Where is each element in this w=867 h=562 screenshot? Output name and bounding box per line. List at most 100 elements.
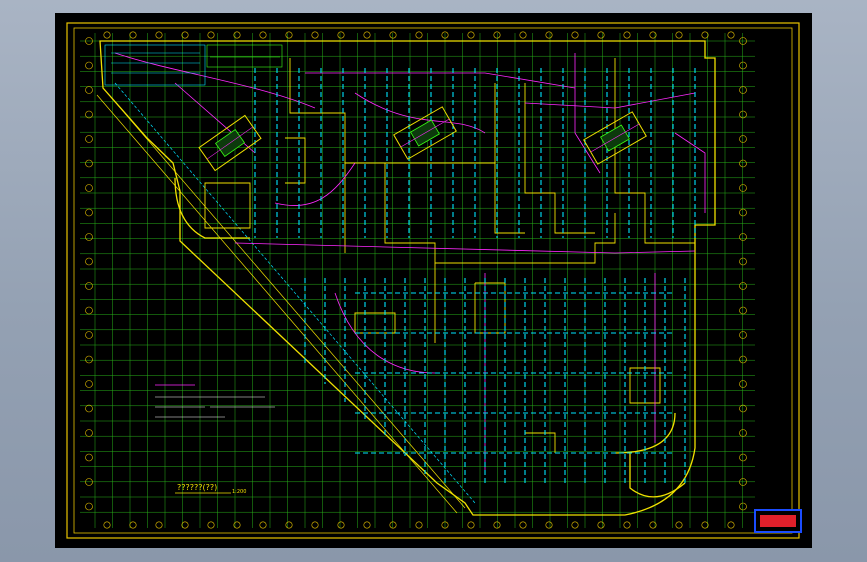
title-block (754, 509, 802, 533)
axis-bubble-right (739, 306, 747, 315)
axis-bubble-left (85, 380, 93, 388)
pipe-run-magenta (274, 162, 356, 206)
axis-bubble-right (739, 159, 747, 168)
axis-bubble-top (389, 31, 397, 39)
axis-bubble-right (739, 355, 747, 364)
pipe-run-magenta (234, 242, 696, 254)
axis-bubble-bottom (363, 521, 371, 529)
axis-bubble-right (739, 233, 747, 241)
legend (155, 384, 275, 418)
wall-segment (494, 163, 525, 234)
axis-bubble-right (739, 257, 747, 266)
axis-bubble-bottom (337, 521, 345, 529)
axis-bubble-top (285, 31, 293, 39)
core-tower (198, 114, 262, 172)
axis-bubble-bottom (519, 521, 527, 529)
axis-bubble-bottom (181, 521, 189, 529)
axis-bubble-top (649, 31, 657, 39)
axis-bubble-bottom (597, 521, 605, 529)
wall-segment (289, 58, 616, 264)
core-tower (393, 106, 457, 160)
axis-bubble-left (85, 110, 93, 119)
axis-bubble-left (85, 502, 93, 511)
floor-plan-drawing: ??????(??) 1:200 (66, 22, 800, 539)
axis-bubble-bottom (545, 521, 553, 529)
core-outline (583, 111, 647, 165)
axis-bubble-right (739, 478, 747, 486)
axis-bubble-top (675, 31, 683, 39)
axis-bubble-left (85, 331, 93, 339)
axis-bubble-left (85, 257, 93, 266)
axis-bubble-right (739, 502, 747, 511)
axis-bubble-left (85, 37, 93, 45)
axis-bubble-top (467, 31, 475, 39)
axis-bubble-bottom (259, 521, 267, 529)
axis-bubble-bottom (103, 521, 111, 529)
axis-bubble-right (739, 404, 747, 413)
axis-bubbles (85, 31, 747, 529)
axis-bubble-right (739, 208, 747, 217)
axis-bubble-top (493, 31, 501, 39)
title-block-logo-icon (760, 515, 796, 527)
axis-bubble-bottom (623, 521, 631, 529)
core-outline (393, 106, 457, 160)
axis-bubble-bottom (675, 521, 683, 529)
axis-bubble-bottom (649, 521, 657, 529)
core-pipe (400, 118, 450, 148)
axis-bubble-top (311, 31, 319, 39)
axis-bubble-bottom (467, 521, 475, 529)
pipe-run-magenta (305, 72, 576, 89)
pipe-run-magenta (334, 292, 436, 374)
axis-bubble-bottom (701, 521, 709, 529)
wall-segment (524, 83, 595, 234)
core-tower (583, 111, 647, 165)
axis-bubble-top (701, 31, 709, 39)
plan-title: ??????(??) (177, 483, 217, 492)
axis-bubble-top (519, 31, 527, 39)
axis-bubble-top (181, 31, 189, 39)
pipe-run-magenta (574, 53, 601, 174)
axis-bubble-top (623, 31, 631, 39)
pipe-run-magenta (114, 52, 316, 109)
axis-grid (80, 33, 755, 528)
interior-walls (204, 58, 695, 453)
axis-bubble-top (337, 31, 345, 39)
axis-bubble-left (85, 184, 93, 192)
pipe-network-cyan (254, 68, 696, 483)
axis-bubble-bottom (129, 521, 137, 529)
equipment-rooms (104, 44, 283, 86)
axis-bubble-top (129, 31, 137, 39)
axis-bubble-right (739, 453, 747, 462)
axis-bubble-right (739, 184, 747, 192)
axis-bubble-left (85, 282, 93, 290)
axis-bubble-bottom (441, 521, 449, 529)
axis-bubble-top (415, 31, 423, 39)
wall-segment (614, 58, 695, 244)
axis-bubble-left (85, 429, 93, 437)
axis-bubble-bottom (311, 521, 319, 529)
axis-bubble-top (363, 31, 371, 39)
axis-bubble-right (739, 380, 747, 388)
axis-bubble-left (85, 478, 93, 486)
axis-bubble-top (233, 31, 241, 39)
axis-bubble-right (739, 282, 747, 290)
pipe-run-magenta (524, 92, 696, 109)
cad-viewport[interactable]: ??????(??) 1:200 (55, 13, 812, 548)
axis-bubble-top (597, 31, 605, 39)
axis-bubble-left (85, 233, 93, 241)
core-outline (198, 114, 262, 172)
wall-segment (474, 282, 506, 334)
axis-bubble-top (545, 31, 553, 39)
core-pipe (590, 123, 640, 153)
axis-bubble-right (739, 61, 747, 70)
building-outline (99, 40, 716, 516)
axis-bubble-bottom (493, 521, 501, 529)
axis-bubble-left (85, 159, 93, 168)
axis-bubble-left (85, 208, 93, 217)
plan-scale: 1:200 (232, 489, 246, 495)
axis-bubble-bottom (285, 521, 293, 529)
wall-segment (629, 367, 661, 404)
axis-bubble-right (739, 331, 747, 339)
axis-bubble-left (85, 453, 93, 462)
axis-bubble-bottom (415, 521, 423, 529)
